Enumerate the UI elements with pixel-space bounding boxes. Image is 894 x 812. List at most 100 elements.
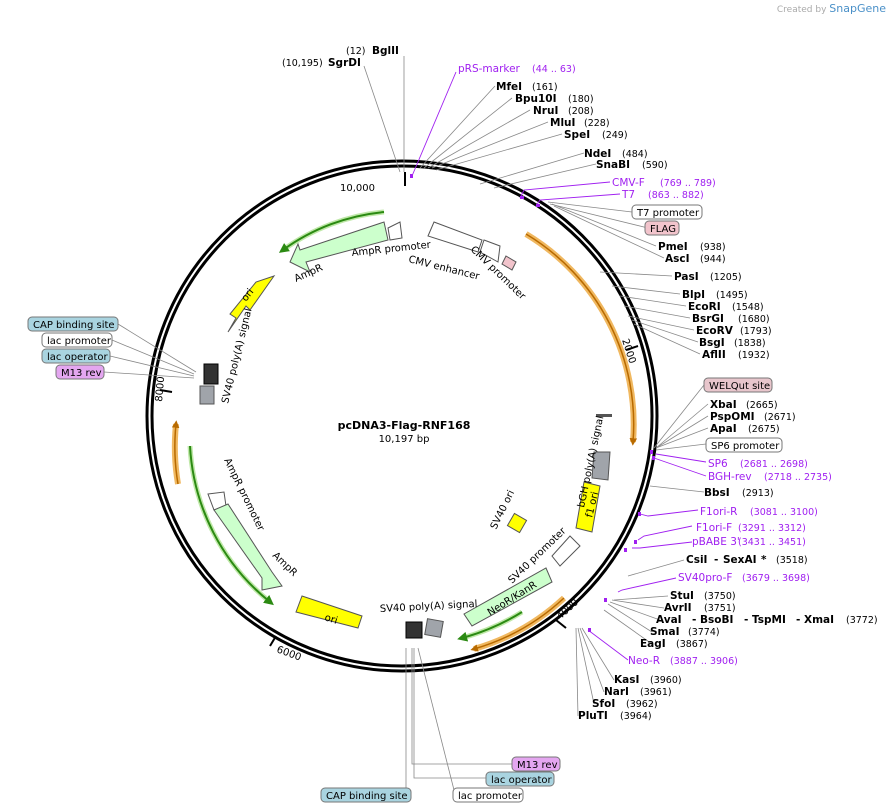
lac-operator-box-bottom[interactable] <box>485 771 555 787</box>
enzyme-pos-blpi: (1495) <box>716 290 748 301</box>
enzyme-pos-avrii: (3751) <box>704 603 736 614</box>
leader-lines <box>103 56 709 791</box>
t7-promoter-box[interactable] <box>631 204 703 220</box>
enzyme-mfei[interactable]: MfeI <box>496 81 522 93</box>
enzyme-nari[interactable]: NarI <box>604 686 629 698</box>
enzyme-ava-sep1: - <box>692 614 696 626</box>
enzyme-bglii[interactable]: BglII <box>372 45 399 57</box>
enzyme-csii[interactable]: CsiI <box>686 554 707 566</box>
enzyme-pos-avai: (3772) <box>846 615 878 626</box>
lac-promoter-label-bottom: lac promoter <box>458 791 523 802</box>
enzyme-xmai[interactable]: XmaI <box>804 614 834 626</box>
enzyme-bbsi[interactable]: BbsI <box>704 487 730 499</box>
enzyme-pos-snabi: (590) <box>642 160 668 171</box>
feature-sv40-polya-bottom: SV40 poly(A) signal <box>380 599 478 615</box>
primer-bgh-rev[interactable]: BGH-rev <box>708 471 752 483</box>
enzyme-pluti[interactable]: PluTI <box>578 710 608 722</box>
enzyme-bsgi[interactable]: BsgI <box>699 337 725 349</box>
enzyme-sexai-star: * <box>761 554 767 566</box>
enzyme-pos-bbsi: (2913) <box>742 488 774 499</box>
lac-promoter-box-bottom[interactable] <box>452 787 524 803</box>
primer-markers <box>410 174 655 632</box>
enzyme-pos-csii: (3518) <box>776 555 808 566</box>
f1-ori-shape <box>575 481 601 533</box>
enzyme-pos-eagi: (3867) <box>676 639 708 650</box>
enzyme-avrii[interactable]: AvrII <box>664 602 692 614</box>
enzyme-snabi[interactable]: SnaBI <box>596 159 630 171</box>
enzyme-pasi[interactable]: PasI <box>674 271 699 283</box>
sv40-promoter-shape <box>551 535 581 567</box>
primer-neo-r[interactable]: Neo-R <box>628 655 660 667</box>
enzyme-ecori[interactable]: EcoRI <box>688 301 721 313</box>
welqut-box[interactable] <box>703 377 773 393</box>
lac-operator-box-left[interactable] <box>41 348 111 364</box>
enzyme-xbai[interactable]: XbaI <box>710 399 737 411</box>
primer-prs-marker[interactable]: pRS-marker <box>458 63 521 75</box>
enzyme-bsobi[interactable]: BsoBI <box>700 614 733 626</box>
enzyme-pos-mfei: (161) <box>532 82 558 93</box>
m13-rev-label-left: M13 rev <box>61 368 102 379</box>
enzyme-sgrdi[interactable]: SgrDI <box>328 57 361 69</box>
enzyme-sexai[interactable]: SexAI <box>723 554 757 566</box>
enzyme-aflii[interactable]: AflII <box>702 349 726 361</box>
tick-mark-8000 <box>159 389 173 393</box>
flag-box[interactable] <box>644 220 680 236</box>
tick-mark-4000 <box>555 619 567 629</box>
lac-promoter-box-left[interactable] <box>41 332 113 348</box>
m13-rev-box-left[interactable] <box>55 364 105 380</box>
enzyme-kasi[interactable]: KasI <box>614 674 639 686</box>
enzyme-pos-asci: (944) <box>700 254 726 265</box>
enzyme-bpu10i[interactable]: Bpu10I <box>515 93 557 105</box>
enzyme-asci[interactable]: AscI <box>665 253 690 265</box>
enzyme-stui[interactable]: StuI <box>670 590 694 602</box>
enzyme-pmei[interactable]: PmeI <box>658 241 688 253</box>
credit: Created by SnapGene <box>777 2 886 15</box>
credit-prefix: Created by <box>776 5 827 15</box>
enzyme-pos-smai: (3774) <box>688 627 720 638</box>
enzyme-ndei[interactable]: NdeI <box>584 148 611 160</box>
primer-pos-t7: (863 .. 882) <box>648 190 704 201</box>
enzyme-mlui[interactable]: MluI <box>550 117 575 129</box>
cap-binding-site-box-left[interactable] <box>27 316 119 332</box>
enzyme-pos-sgrdi: (10,195) <box>282 58 323 69</box>
enzyme-apai[interactable]: ApaI <box>710 423 737 435</box>
enzyme-avai[interactable]: AvaI <box>656 614 682 626</box>
backbone-inner <box>150 164 654 668</box>
enzyme-smai[interactable]: SmaI <box>650 626 680 638</box>
enzyme-spei[interactable]: SpeI <box>564 129 590 141</box>
primer-sp6[interactable]: SP6 <box>708 458 728 470</box>
neo-kanr-shape <box>463 567 553 627</box>
tick-label-10000: 10,000 <box>340 183 375 194</box>
sp6-promoter-box[interactable] <box>705 437 783 453</box>
enzyme-blpi[interactable]: BlpI <box>682 289 705 301</box>
enzyme-ecorv[interactable]: EcoRV <box>696 325 734 337</box>
primer-f1ori-f[interactable]: F1ori-F <box>696 522 732 534</box>
enzyme-pspomi[interactable]: PspOMI <box>710 411 755 423</box>
cmv-enhancer-shape <box>427 221 483 253</box>
primer-cmv-f[interactable]: CMV-F <box>612 177 645 189</box>
lac-promoter-label-left: lac promoter <box>47 336 112 347</box>
enzyme-pos-pmei: (938) <box>700 242 726 253</box>
enzyme-pos-pspomi: (2671) <box>764 412 796 423</box>
cap-binding-site-box-bottom[interactable] <box>320 787 412 803</box>
primer-sv40pro-f[interactable]: SV40pro-F <box>678 572 732 584</box>
enzyme-pos-mlui: (228) <box>584 118 610 129</box>
primer-pbabe3[interactable]: pBABE 3' <box>692 536 740 548</box>
feature-cmv-enhancer: CMV enhancer <box>407 254 481 282</box>
enzyme-eagi[interactable]: EagI <box>640 638 666 650</box>
enzyme-sfoi[interactable]: SfoI <box>592 698 615 710</box>
m13-rev-box-bottom[interactable] <box>511 756 561 772</box>
sv40-polya-top-shape <box>199 385 215 405</box>
ampr-left-shape <box>213 503 283 591</box>
enzyme-nrui[interactable]: NruI <box>533 105 558 117</box>
enzyme-tspmi[interactable]: TspMI <box>752 614 786 626</box>
primer-t7[interactable]: T7 <box>621 189 635 201</box>
lac-cluster-left <box>203 363 219 385</box>
cap-binding-site-label-left: CAP binding site <box>33 320 115 331</box>
primer-f1ori-r[interactable]: F1ori-R <box>700 506 737 518</box>
enzyme-pos-bpu10i: (180) <box>568 94 594 105</box>
enzyme-pos-aflii: (1932) <box>738 350 770 361</box>
enzyme-bsrgi[interactable]: BsrGI <box>692 313 724 325</box>
enzyme-pos-ecorv: (1793) <box>740 326 772 337</box>
lac-operator-label-left: lac operator <box>47 352 108 363</box>
